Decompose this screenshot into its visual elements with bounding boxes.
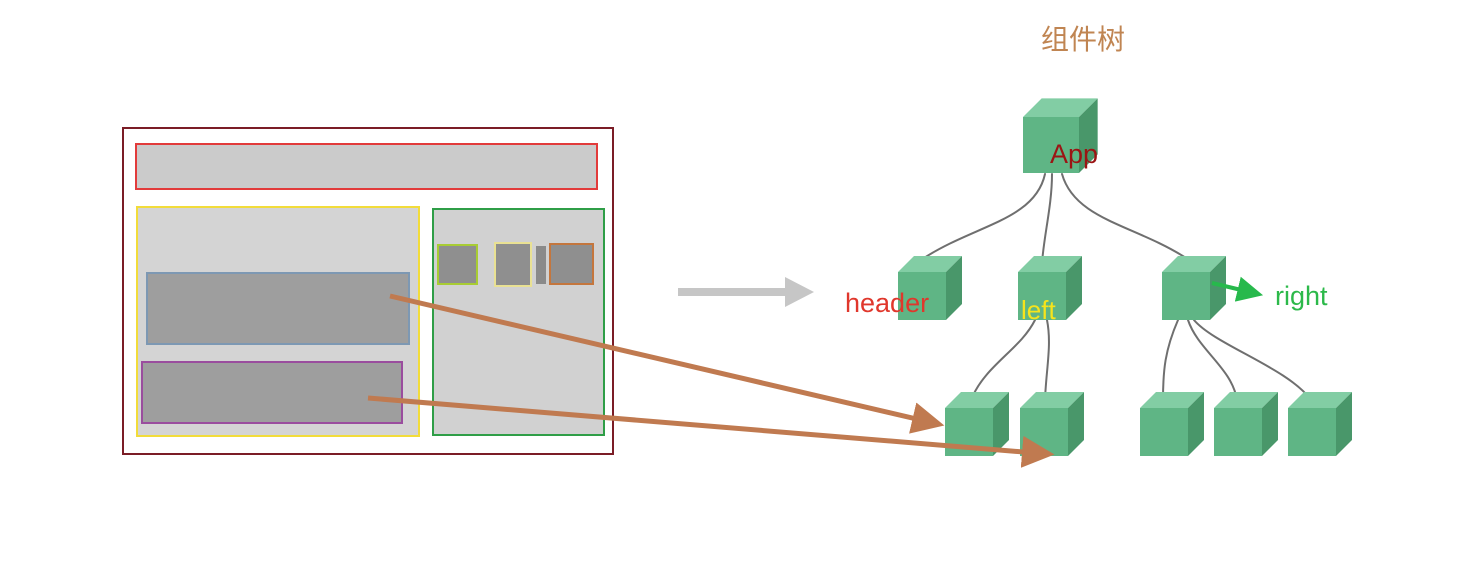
right-label-arrow [1211,276,1264,302]
edge-left-child2 [1044,319,1050,401]
edge-left-child1 [970,319,1036,401]
edge-right-child2 [1187,319,1238,401]
wireframe-purple-box [141,361,403,424]
mapping-arrow-blue-box [389,293,945,434]
wireframe-small-divider [536,246,546,284]
right-child-3-cube [1288,392,1352,456]
left-child-2-cube [1020,392,1084,456]
right-node-cube [1162,256,1226,320]
edge-right-child3 [1193,319,1312,401]
edge-app-header [923,173,1046,259]
edge-right-child1 [1162,319,1179,401]
diagram-title: 组件树 [1041,24,1126,55]
right-child-1-cube [1140,392,1204,456]
wireframe-small-box-3 [549,243,594,285]
header-node-label: header [845,288,930,318]
wireframe-small-box-2 [494,242,532,287]
mapping-arrow-purple-box [367,395,1055,468]
left-node-label: left [1021,295,1056,325]
edge-app-right [1061,173,1187,259]
right-node-label: right [1275,281,1328,311]
flow-arrow [678,277,814,307]
wireframe-blue-box [146,272,410,345]
wireframe-small-box-1 [437,244,478,285]
edge-app-left [1041,173,1053,264]
right-child-2-cube [1214,392,1278,456]
wireframe-header-bar [135,143,598,190]
app-node-label: App [1049,139,1099,169]
